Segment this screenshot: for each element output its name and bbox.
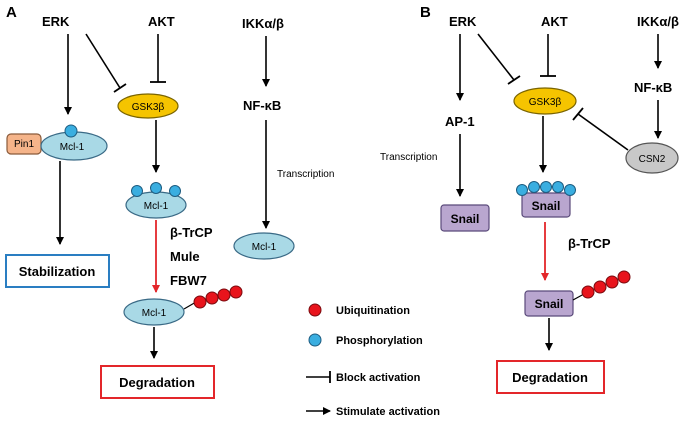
legend-ubiquitin-dot — [308, 303, 322, 317]
phospho-dot — [564, 184, 576, 196]
ubiquitin-dot — [193, 295, 207, 309]
panel-b-erk-label: ERK — [449, 14, 477, 29]
panel-a-gsk3b-node — [117, 93, 179, 119]
panel-b-label: B — [420, 4, 431, 21]
mcl1-ubi-label: Mcl-1 — [142, 308, 167, 319]
phospho-dot — [131, 185, 143, 197]
pin1-label: Pin1 — [14, 139, 34, 150]
panel-b-transcription-label: Transcription — [380, 152, 437, 163]
panel-b-akt-label: AKT — [541, 14, 568, 29]
panel-a-degradation-box — [100, 365, 215, 399]
ligase-btrcp-label: β-TrCP — [170, 225, 213, 240]
snail-transcribed-label: Snail — [451, 212, 480, 226]
phospho-dot — [540, 181, 552, 193]
legend-stimulate-label: Stimulate activation — [336, 406, 440, 418]
panel-a-gsk3b-label: GSK3β — [132, 102, 165, 113]
panel-b-gsk3b-node — [513, 87, 577, 115]
legend-block-label: Block activation — [336, 372, 421, 384]
ubiquitin-dot — [617, 270, 631, 284]
csn2-block-gsk3b-line — [577, 113, 629, 151]
phospho-dot — [169, 185, 181, 197]
ubiquitin-dot — [581, 285, 595, 299]
ubiquitin-dot — [217, 288, 231, 302]
snail-ubi-label: Snail — [535, 297, 564, 311]
mcl1-transcribed-node — [233, 232, 295, 260]
ubiquitin-dot — [205, 291, 219, 305]
b-erk-block-gsk3b-line — [477, 33, 515, 81]
legend-phosphorylation-label: Phosphorylation — [336, 335, 423, 347]
ap1-label: AP-1 — [445, 114, 475, 129]
ubiquitin-dot — [605, 275, 619, 289]
panel-a-erk-label: ERK — [42, 14, 70, 29]
phospho-dot — [528, 181, 540, 193]
snail-transcribed-node — [440, 204, 490, 232]
ubiquitin-dot — [593, 280, 607, 294]
panel-a-nfkb-label: NF-κB — [243, 98, 281, 113]
phospho-dot — [150, 182, 162, 194]
ligase-mule-label: Mule — [170, 249, 200, 264]
snail-ubi-node — [524, 290, 574, 317]
mcl1-pin1-label: Mcl-1 — [60, 142, 85, 153]
panel-b-degradation-box — [496, 360, 605, 394]
phospho-dot — [64, 124, 78, 138]
mcl1-transcribed-label: Mcl-1 — [252, 242, 277, 253]
panel-b-degradation-label: Degradation — [512, 370, 588, 385]
legend-phospho-dot — [308, 333, 322, 347]
mcl1-ubi-node — [123, 298, 185, 326]
mcl1-phospho-label: Mcl-1 — [144, 201, 169, 212]
legend-ubiquitination-label: Ubiquitination — [336, 305, 410, 317]
csn2-label: CSN2 — [639, 154, 666, 165]
panel-a-label: A — [6, 4, 17, 21]
csn2-node — [625, 142, 679, 174]
snail-phospho-label: Snail — [532, 199, 561, 213]
panel-a-degradation-label: Degradation — [119, 375, 195, 390]
csn2-block-gsk3b-bar — [572, 107, 584, 121]
panel-b-gsk3b-label: GSK3β — [529, 97, 562, 108]
erk-block-gsk3b-bar — [113, 83, 127, 93]
panel-b-ligase-label: β-TrCP — [568, 236, 611, 251]
panel-b-nfkb-label: NF-κB — [634, 80, 672, 95]
panel-a-akt-label: AKT — [148, 14, 175, 29]
panel-a-transcription-label: Transcription — [277, 169, 334, 180]
panel-a-ikk-label: IKKα/β — [242, 16, 284, 31]
b-erk-block-gsk3b-bar — [507, 75, 521, 85]
b-ubiquitin-chain-link — [572, 293, 585, 301]
panel-b-ikk-label: IKKα/β — [637, 14, 679, 29]
ligase-fbw7-label: FBW7 — [170, 273, 207, 288]
erk-block-gsk3b-line — [85, 33, 121, 89]
phospho-dot — [516, 184, 528, 196]
ubiquitin-dot — [229, 285, 243, 299]
stabilization-label: Stabilization — [19, 264, 96, 279]
stabilization-box — [5, 254, 110, 288]
phospho-dot — [552, 181, 564, 193]
